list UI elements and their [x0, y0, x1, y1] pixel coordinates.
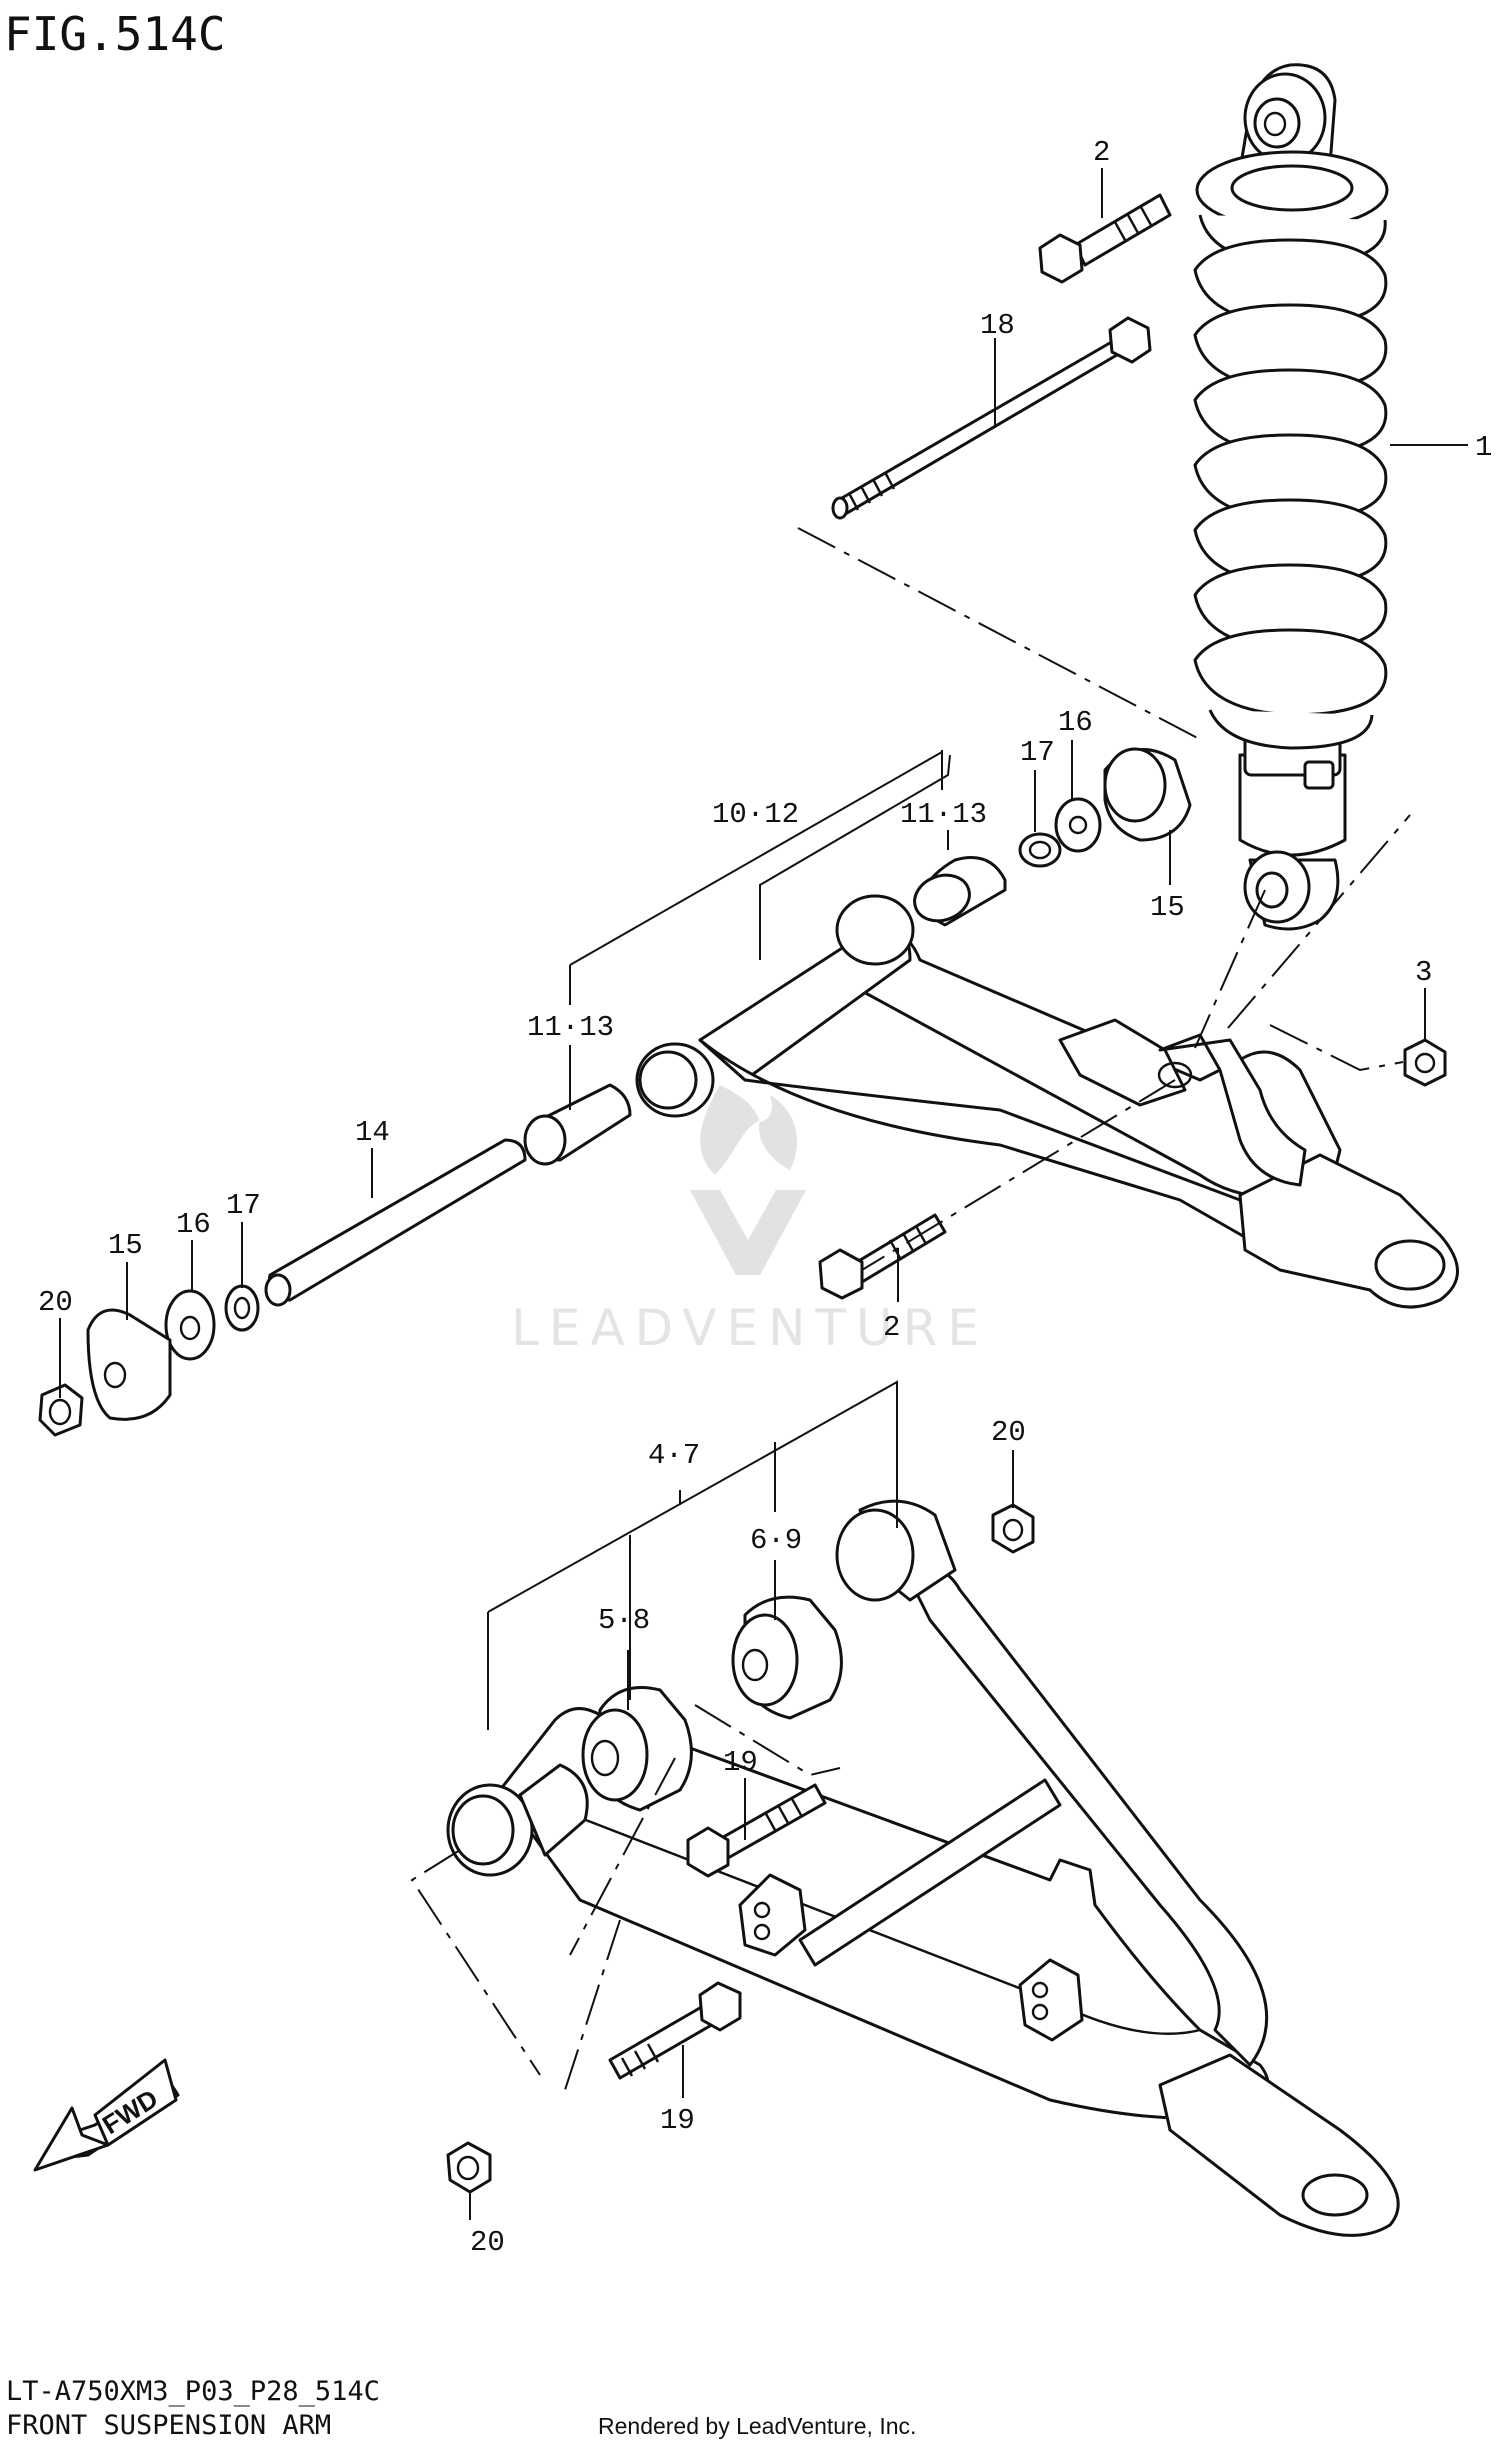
callout-5-8: 5·8	[598, 1604, 650, 1637]
callout-15-front: 15	[108, 1229, 143, 1262]
bushing-6-9	[731, 1595, 843, 1720]
callout-2-mid: 2	[883, 1311, 900, 1344]
shock-absorber	[1193, 63, 1389, 931]
fwd-direction-arrow: FWD	[33, 2058, 180, 2172]
callout-16-upper: 16	[1058, 706, 1093, 739]
lower-arm	[446, 1499, 1400, 2237]
callout-1: 1	[1475, 431, 1492, 464]
callout-4-7: 4·7	[648, 1439, 700, 1472]
model-code: LT-A750XM3_P03_P28_514C	[6, 2376, 380, 2407]
callout-15-upper: 15	[1150, 891, 1185, 924]
callout-6-9: 6·9	[750, 1524, 802, 1557]
washer-16-upper	[1054, 797, 1102, 853]
nut-20-right	[991, 1503, 1035, 1554]
callout-2-top: 2	[1093, 136, 1110, 169]
callout-17-front: 17	[226, 1189, 261, 1222]
leadventure-watermark: LEADVENTURE	[511, 1085, 989, 1357]
bushing-5-8	[581, 1686, 693, 1812]
bolt-19-lower	[608, 1981, 742, 2080]
watermark-text: LEADVENTURE	[511, 1299, 989, 1357]
callout-20-front: 20	[38, 1286, 73, 1319]
callout-18: 18	[980, 309, 1015, 342]
render-credit: Rendered by LeadVenture, Inc.	[598, 2413, 916, 2439]
pivot-shaft-14	[267, 1138, 527, 1302]
callout-labels: 1 2 18 16 17 11·13 10·12 15 11·13 3 14 1…	[38, 136, 1492, 2259]
callout-3: 3	[1415, 956, 1432, 989]
nut-20-bottom	[446, 2141, 492, 2194]
section-name: FRONT SUSPENSION ARM	[6, 2410, 331, 2441]
seal-17-upper	[1018, 832, 1062, 868]
callout-20-right: 20	[991, 1416, 1026, 1449]
bolt-18	[831, 316, 1152, 520]
callout-14: 14	[355, 1116, 390, 1149]
callout-19-upper: 19	[723, 1746, 758, 1779]
bolt-2-top	[1038, 193, 1172, 284]
callout-10-12: 10·12	[712, 798, 799, 831]
callout-11-13-upper: 11·13	[900, 798, 987, 831]
callout-16-front: 16	[176, 1208, 211, 1241]
callout-20-bottom: 20	[470, 2226, 505, 2259]
cap-15-upper-face	[1103, 747, 1167, 823]
alignment-lines	[410, 527, 1411, 2091]
figure-title: FIG.514C	[4, 7, 226, 61]
seal-17-front	[224, 1284, 260, 1332]
cap-15-front	[86, 1308, 172, 1421]
collar-upper-front-end	[523, 1114, 567, 1166]
nut-20-front	[38, 1383, 84, 1437]
callout-11-13-front: 11·13	[527, 1011, 614, 1044]
upper-arm	[635, 894, 1459, 1309]
washer-16-front	[164, 1289, 216, 1361]
collar-upper-rear-end	[913, 873, 971, 923]
callout-17-upper: 17	[1020, 736, 1055, 769]
callout-19-lower: 19	[660, 2104, 695, 2137]
pivot-shaft-14-end	[264, 1273, 292, 1307]
nut-3	[1403, 1038, 1447, 1087]
leader-lines	[59, 168, 1468, 2220]
